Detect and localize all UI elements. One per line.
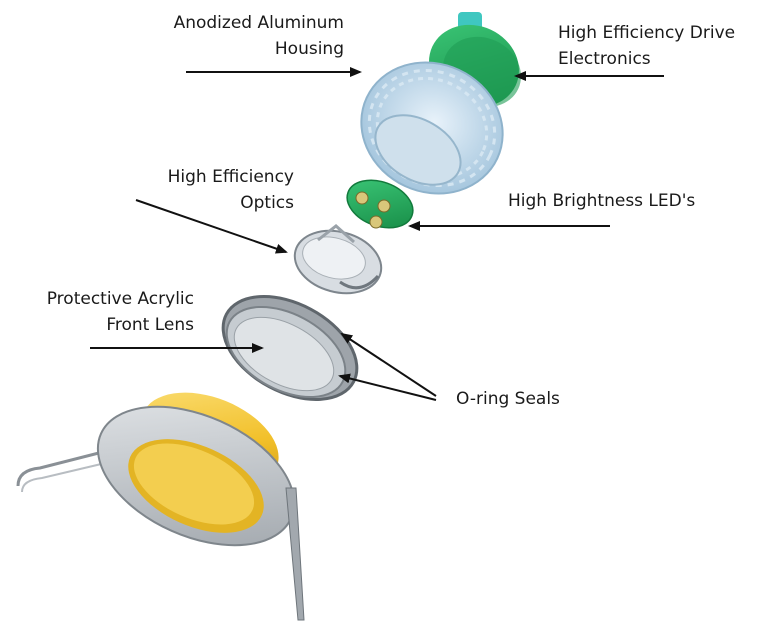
arrow-optics (135, 199, 288, 254)
label-drive-line1: High Efficiency Drive (558, 23, 736, 43)
label-optics: High Efficiency Optics (118, 164, 294, 216)
label-lens-line2: Front Lens (106, 315, 194, 335)
label-seals-line1: O-ring Seals (456, 389, 560, 409)
front-lens (221, 295, 359, 401)
label-drive: High Efficiency Drive Electronics (558, 20, 735, 72)
label-housing-line1: Anodized Aluminum (173, 13, 344, 33)
label-drive-line2: Electronics (558, 49, 651, 69)
label-housing-line2: Housing (274, 39, 344, 59)
label-lens: Protective Acrylic Front Lens (8, 286, 194, 338)
optics (293, 224, 383, 295)
label-optics-line1: High Efficiency (167, 167, 294, 187)
aluminum-housing (360, 61, 504, 195)
label-seals: O-ring Seals (456, 386, 560, 412)
label-housing: Anodized Aluminum Housing (148, 10, 344, 62)
leader-arrows (90, 67, 664, 401)
label-optics-line2: Optics (240, 193, 294, 213)
arrow-seal-1 (340, 332, 437, 397)
arrow-seal-2 (338, 373, 437, 401)
trim-assembly (16, 392, 305, 621)
led-board (346, 179, 414, 229)
label-leds: High Brightness LED's (508, 188, 695, 214)
label-leds-line1: High Brightness LED's (508, 191, 696, 211)
label-lens-line1: Protective Acrylic (46, 289, 194, 309)
